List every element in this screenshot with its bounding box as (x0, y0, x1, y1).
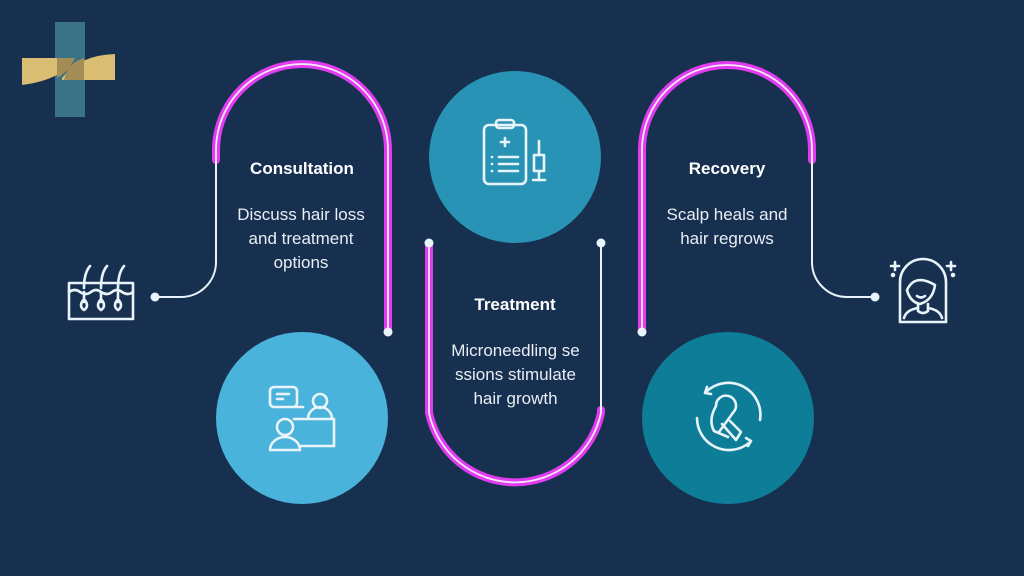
connector-dots (150, 238, 880, 337)
clipboard-syringe-icon (482, 118, 547, 186)
connector-lines (155, 160, 875, 410)
ribbon-cycle-icon (695, 381, 762, 452)
dot-treatment-start (424, 238, 434, 248)
dot-treatment-end (596, 238, 606, 248)
step-description-consultation: Discuss hair loss and treatment options (237, 205, 365, 272)
neon-path (212, 60, 816, 487)
dot-end (870, 292, 880, 302)
step-description-recovery: Scalp heals and hair regrows (666, 205, 788, 248)
doctor-consultation-icon (268, 385, 336, 452)
connector-start (155, 160, 217, 299)
step-title-treatment: Treatment (474, 295, 556, 314)
step-title-consultation: Consultation (250, 159, 354, 178)
arch-recovery (638, 61, 816, 336)
step-title-recovery: Recovery (688, 159, 766, 178)
connector-end (811, 160, 875, 298)
medical-cross-logo (22, 22, 115, 117)
dot-start (150, 292, 160, 302)
step-description-treatment: Microneedling sessions stimulate hair gr… (451, 341, 580, 408)
dot-recovery-start (637, 327, 647, 337)
arch-consultation (212, 60, 392, 336)
dot-consultation-end (383, 327, 393, 337)
hair-follicle-icon (67, 264, 135, 321)
woman-portrait-icon (889, 257, 957, 324)
